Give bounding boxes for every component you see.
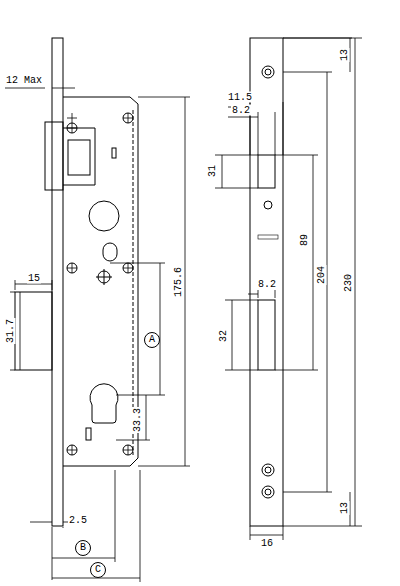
dimension-text: 204: [316, 265, 327, 285]
dimension-text: 8.2: [231, 105, 251, 116]
callout-circle: A: [144, 332, 160, 348]
callout-letter: C: [95, 565, 101, 575]
callout-letter: B: [80, 543, 86, 553]
dimension-text: 15: [27, 273, 41, 284]
dimension-text: 31: [207, 164, 218, 178]
dimension-text: 13: [339, 48, 350, 62]
dimension-text: 11.5: [227, 92, 253, 103]
dimension-text: 13: [339, 501, 350, 515]
dimension-text: 175.6: [173, 266, 184, 298]
dimension-text: 16: [260, 538, 274, 549]
callout-letter: A: [149, 335, 155, 345]
dimension-text: 32: [218, 329, 229, 343]
dimension-text: 230: [343, 273, 354, 293]
dimension-text: 89: [299, 233, 310, 247]
dimension-text: 2.5: [68, 515, 88, 526]
callout-circle: C: [90, 562, 106, 578]
dimension-text: 31.7: [5, 318, 16, 344]
dimension-text: 8.2: [257, 279, 277, 290]
dimension-text: 33.3: [132, 407, 143, 433]
dimension-text: 12 Max: [5, 75, 43, 86]
callout-circle: B: [75, 540, 91, 556]
